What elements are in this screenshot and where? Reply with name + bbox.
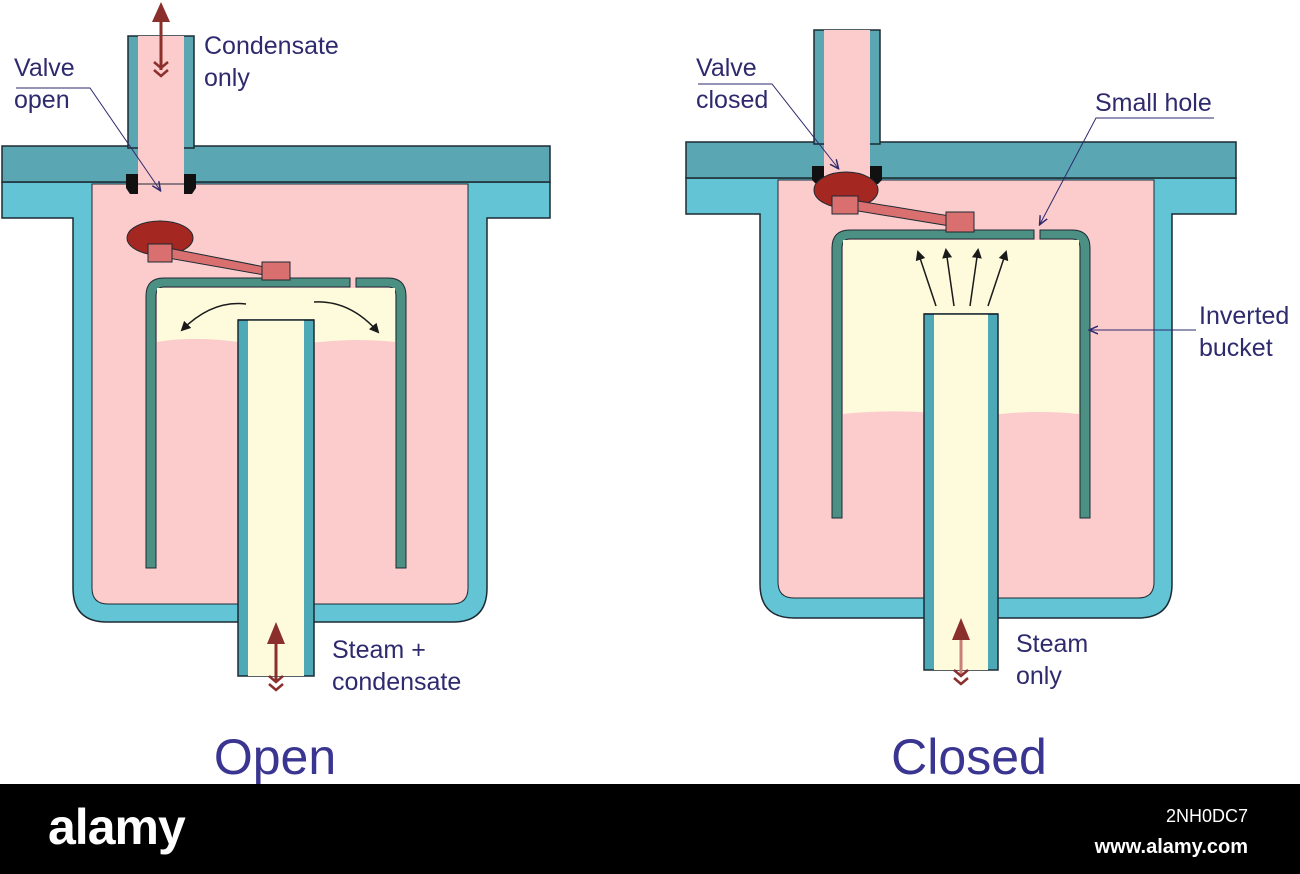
lever-pivot-small xyxy=(831,195,859,215)
inverted-bucket xyxy=(145,277,407,569)
label-inlet-open: Steam + condensate xyxy=(332,636,461,696)
outlet-channel xyxy=(824,30,870,180)
inlet-channel xyxy=(248,320,304,676)
steam-rise-arrow-3 xyxy=(969,248,982,307)
lever-pivot-large xyxy=(261,261,291,281)
steam-rise-arrow-2 xyxy=(942,248,955,307)
brand-logo: alamy xyxy=(48,799,186,855)
steam-pocket xyxy=(157,288,395,344)
outlet-flow-arrow xyxy=(152,2,170,78)
lever-pivot-small xyxy=(147,243,173,263)
valve-seat-right xyxy=(184,174,196,194)
caption-closed: Closed xyxy=(891,729,1047,784)
flow-arrow-left xyxy=(180,302,247,332)
steam-rise-arrow-1 xyxy=(915,250,937,307)
open-panel: Valve open Condensate only Steam + conde… xyxy=(1,2,551,784)
inlet-flow-arrow xyxy=(267,622,285,692)
inverted-bucket xyxy=(831,229,1091,519)
cover-plate xyxy=(1,145,551,183)
valve-seat-right xyxy=(870,166,882,184)
label-inverted-bucket: Inverted bucket xyxy=(1199,302,1296,362)
watermark-footer: alamy 2NH0DC7 www.alamy.com xyxy=(0,784,1300,874)
label-inlet-closed: Steam only xyxy=(1016,630,1095,690)
caption-open: Open xyxy=(214,729,336,784)
inlet-channel xyxy=(934,314,988,670)
label-valve-closed: Valve closed xyxy=(696,54,768,114)
site-url: www.alamy.com xyxy=(1094,836,1248,858)
lever-pivot-large xyxy=(945,211,975,233)
flow-arrow-right xyxy=(313,301,380,334)
steam-rise-arrow-4 xyxy=(987,250,1009,307)
inlet-flow-arrow xyxy=(952,618,970,686)
label-outlet-open: Condensate only xyxy=(204,32,346,92)
label-valve-open: Valve open xyxy=(14,54,82,114)
valve-seat-left xyxy=(126,174,138,194)
cover-plate xyxy=(685,141,1237,179)
callout-valve-open xyxy=(16,87,160,190)
image-id: 2NH0DC7 xyxy=(1165,806,1248,826)
steam-trap-diagram: Valve open Condensate only Steam + conde… xyxy=(1,2,1296,784)
callout-small-hole xyxy=(1040,117,1214,224)
callout-valve-closed xyxy=(698,83,838,168)
label-small-hole: Small hole xyxy=(1095,89,1212,117)
closed-panel: Valve closed Small hole Inverted bucket … xyxy=(685,29,1296,784)
